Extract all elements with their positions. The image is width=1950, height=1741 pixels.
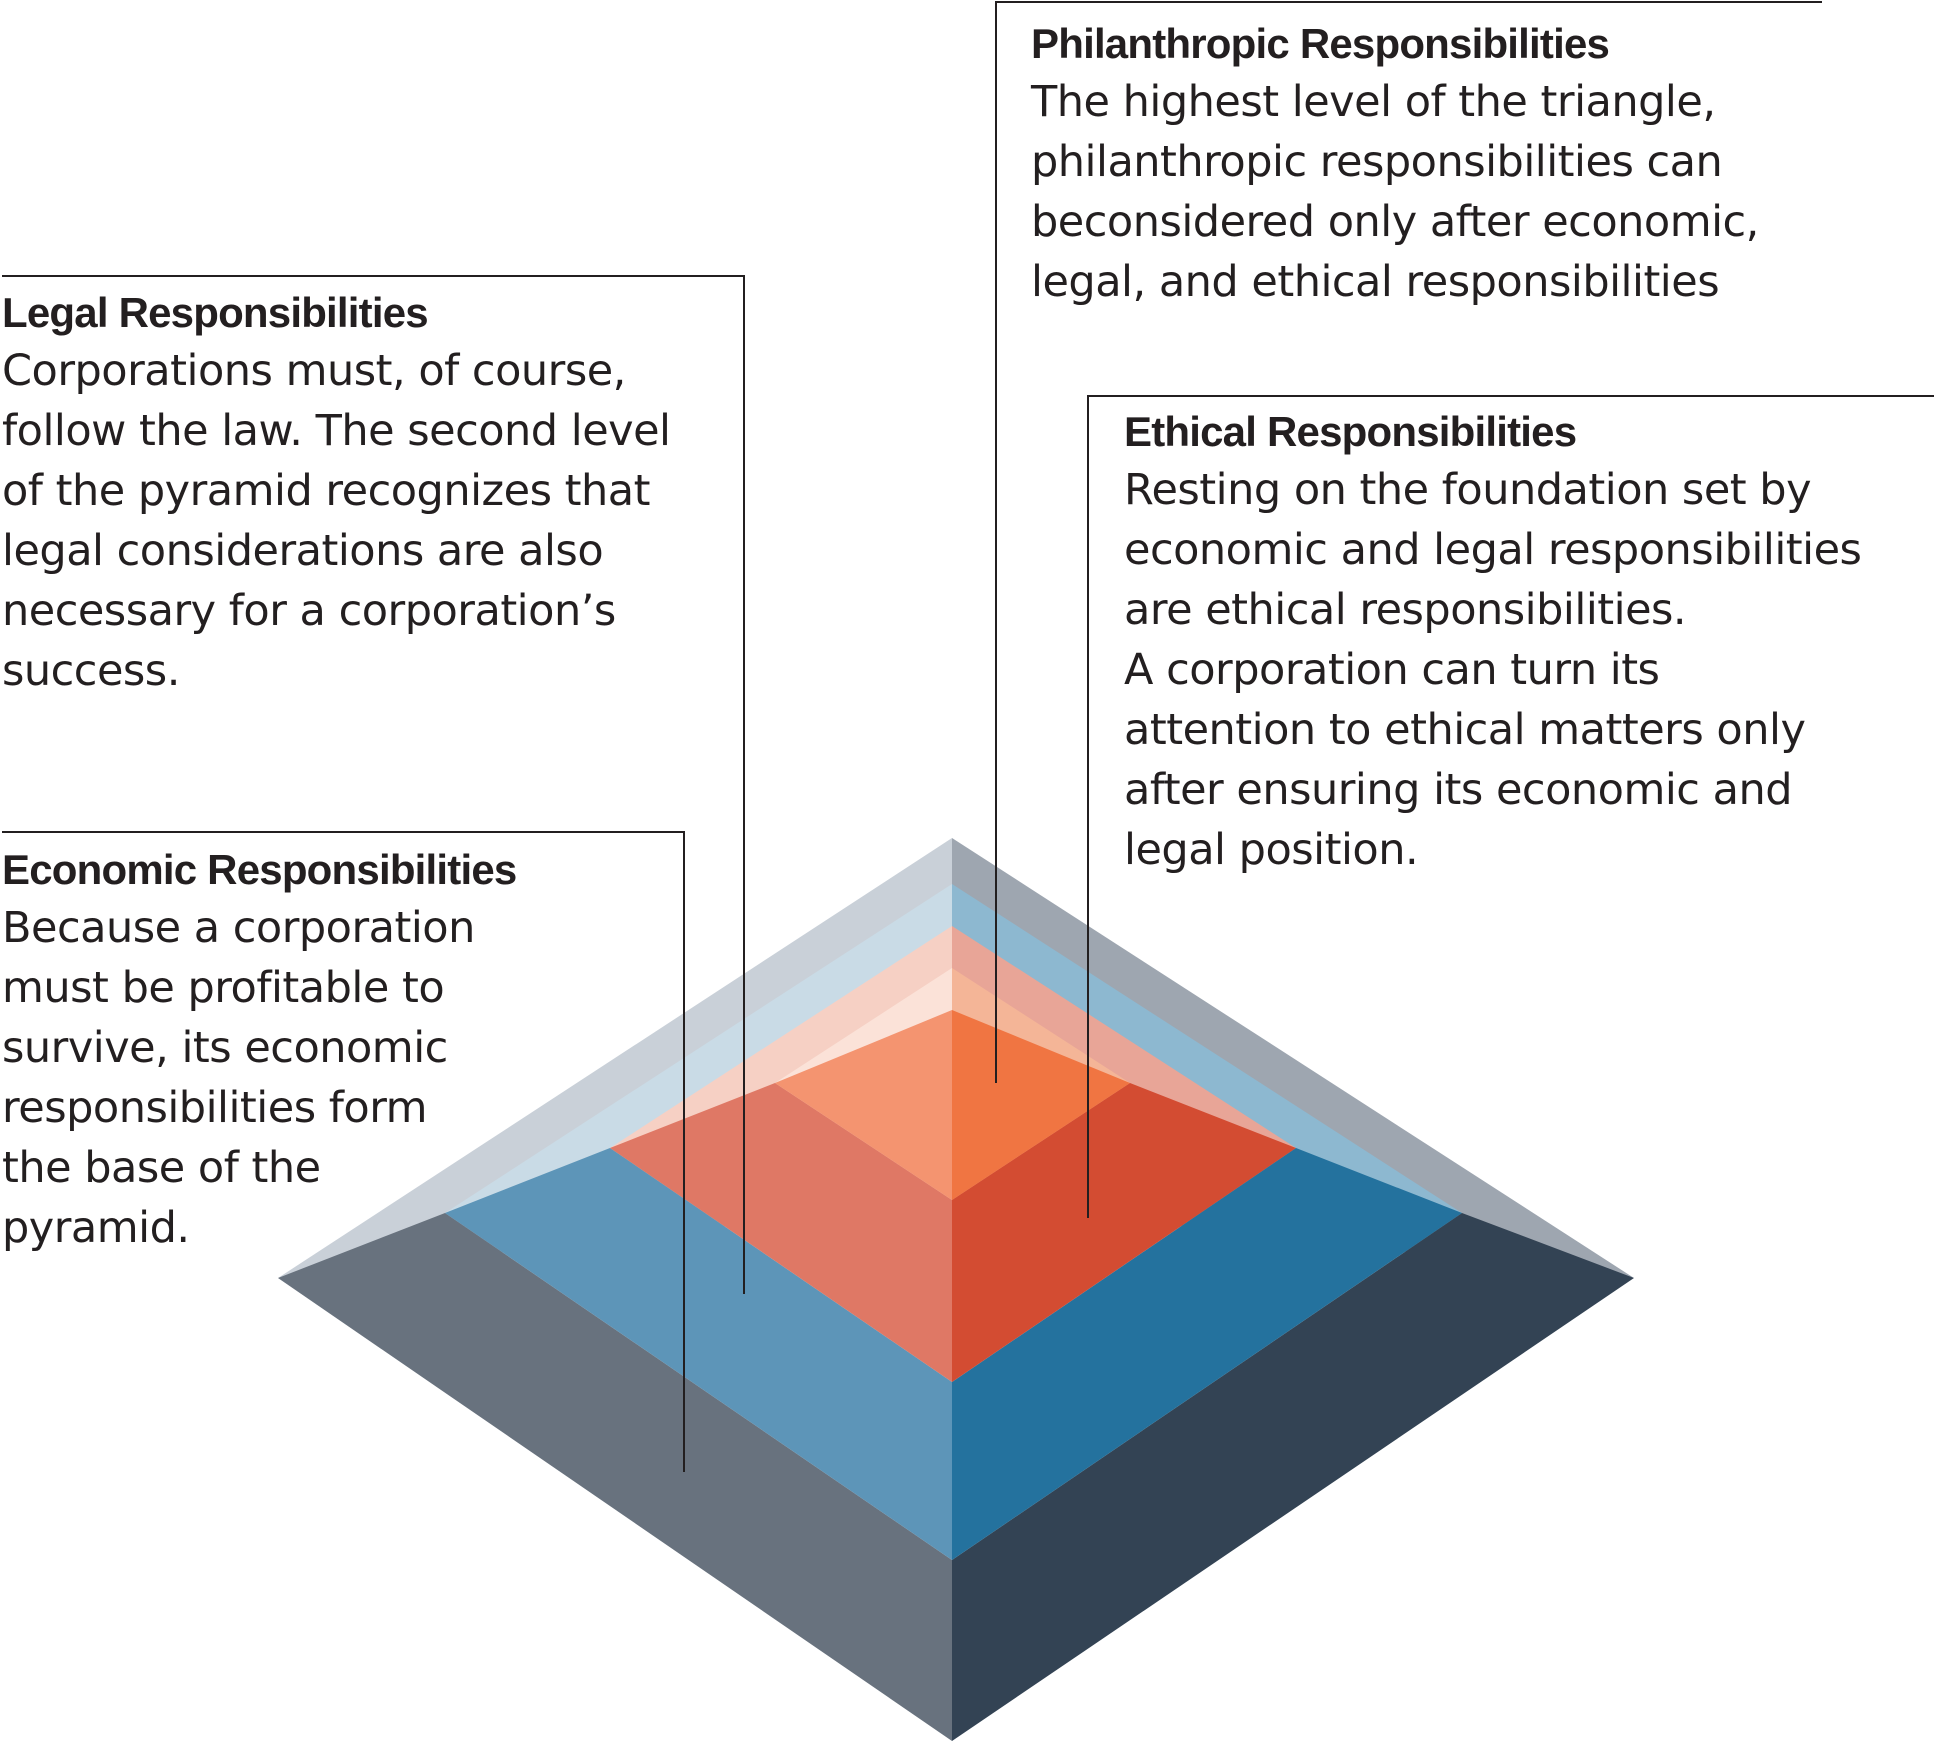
philanthropic-layer-left-face — [775, 1010, 952, 1200]
ethical-layer-left-face — [610, 1083, 952, 1382]
philanthropic-text-line: beconsidered only after economic, — [1031, 197, 1759, 247]
ethical-text-line: Resting on the foundation set by — [1124, 465, 1812, 515]
economic-text-line: responsibilities form — [2, 1083, 428, 1133]
economic-text-line: Because a corporation — [2, 903, 475, 953]
philanthropic-text-line: philanthropic responsibilities can — [1031, 137, 1723, 187]
ethical-text-line: A corporation can turn its — [1124, 645, 1660, 695]
ethical-text-line: economic and legal responsibilities — [1124, 525, 1862, 575]
economic-text-line: the base of the — [2, 1143, 321, 1193]
economic-text-line: must be profitable to — [2, 963, 445, 1013]
legal-text-line: success. — [2, 646, 180, 696]
ethical-text-line: are ethical responsibilities. — [1124, 585, 1687, 635]
economic-text-line: pyramid. — [2, 1203, 190, 1253]
philanthropic-callout: Philanthropic Responsibilities The highe… — [1031, 16, 1759, 312]
legal-leader-line — [2, 275, 745, 1294]
legal-text-line: of the pyramid recognizes that — [2, 466, 650, 516]
ethical-callout: Ethical Responsibilities Resting on the … — [1124, 404, 1862, 880]
legal-text-line: necessary for a corporation’s — [2, 586, 616, 636]
economic-title: Economic Responsibilities — [2, 846, 517, 893]
legal-text-line: follow the law. The second level — [2, 406, 671, 456]
legal-layer-right-face — [952, 1148, 1462, 1560]
philanthropic-text-line: The highest level of the triangle, — [1031, 77, 1716, 127]
economic-leader-line — [2, 831, 685, 1472]
legal-text-line: Corporations must, of course, — [2, 346, 626, 396]
legal-callout: Legal Responsibilities Corporations must… — [2, 285, 671, 701]
philanthropic-leader-line — [995, 1, 1822, 1083]
philanthropic-text-line: legal, and ethical responsibilities — [1031, 257, 1720, 307]
legal-text-line: legal considerations are also — [2, 526, 604, 576]
ethical-text-line: legal position. — [1124, 825, 1419, 875]
ethical-text-line: after ensuring its economic and — [1124, 765, 1793, 815]
economic-callout: Economic Responsibilities Because a corp… — [2, 842, 517, 1258]
economic-text-line: survive, its economic — [2, 1023, 448, 1073]
economic-layer-left-face — [278, 1213, 952, 1741]
ethical-title: Ethical Responsibilities — [1124, 408, 1577, 455]
ethical-layer-right-face — [952, 1083, 1296, 1382]
ethical-text-line: attention to ethical matters only — [1124, 705, 1806, 755]
philanthropic-title: Philanthropic Responsibilities — [1031, 20, 1610, 67]
economic-layer-right-face — [952, 1213, 1634, 1741]
legal-layer-left-face — [445, 1148, 952, 1560]
legal-title: Legal Responsibilities — [2, 289, 429, 336]
ethical-leader-line — [1087, 395, 1934, 1218]
